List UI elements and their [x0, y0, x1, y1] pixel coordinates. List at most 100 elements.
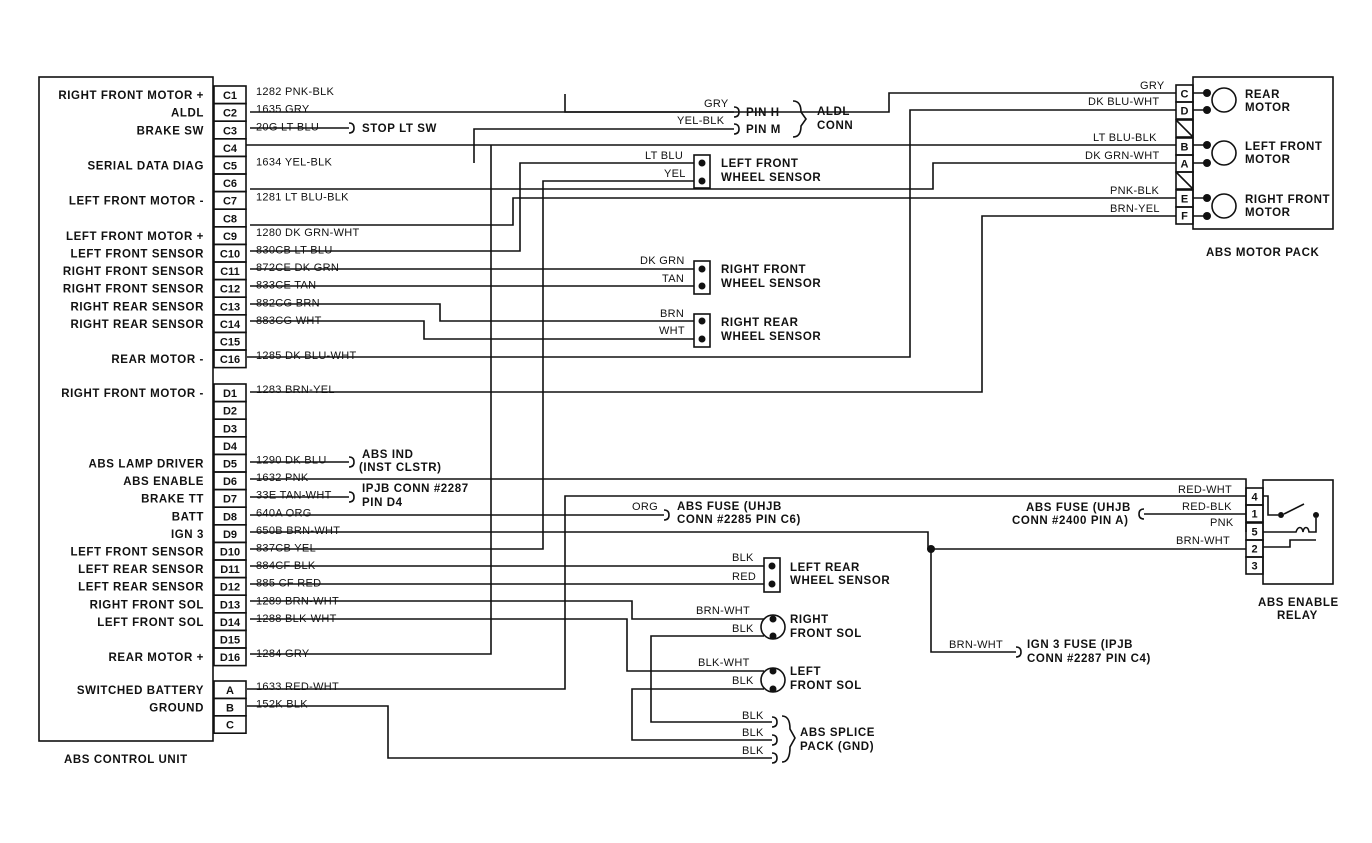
- pin-id: C14: [220, 319, 241, 331]
- left-front-motor-label-1: LEFT FRONT: [1245, 141, 1323, 153]
- wire-gry-rear-motor: [564, 92, 1176, 113]
- rr-sensor-title-2: WHEEL SENSOR: [721, 331, 821, 343]
- pin-function-label: GROUND: [149, 702, 204, 714]
- pin-dot: [698, 317, 706, 325]
- pin-id: D10: [220, 547, 240, 559]
- brace: [733, 123, 740, 135]
- brace: [348, 456, 355, 468]
- pin-function-label: SERIAL DATA DIAG: [87, 161, 204, 173]
- pin-id: D8: [223, 511, 237, 523]
- pin-function-label: RIGHT FRONT MOTOR -: [61, 388, 204, 400]
- pin-function-label: SWITCHED BATTERY: [77, 685, 204, 697]
- sensor-connector: [693, 260, 711, 295]
- pin-function-label: REAR MOTOR -: [111, 354, 204, 366]
- abs-fuse-c6-wire-label: ORG: [632, 501, 658, 513]
- wire-blkwht-lf-sol: [250, 618, 764, 672]
- wire-label: 650B BRN-WHT: [256, 525, 340, 537]
- splice-wire-label: BLK: [742, 745, 764, 757]
- wire-wht-rr-sensor: [250, 320, 694, 340]
- ipjb-d4-line-2: PIN D4: [362, 497, 403, 509]
- pin-function-label: BRAKE TT: [141, 494, 204, 506]
- pin-id: C7: [223, 196, 237, 208]
- lr-sensor-title-2: WHEEL SENSOR: [790, 575, 890, 587]
- right-front-motor-label-1: RIGHT FRONT: [1245, 194, 1330, 206]
- rf-sensor-wire-label: TAN: [662, 273, 684, 285]
- brace: [792, 100, 807, 138]
- brace: [1138, 508, 1145, 520]
- motor-pack-pin-id: A: [1181, 159, 1189, 171]
- pin-id: C2: [223, 108, 237, 120]
- wire-blk-lf-sol-gnd: [631, 688, 772, 741]
- wire-label: 640A ORG: [256, 507, 312, 519]
- pin-cell: [213, 647, 247, 667]
- pin-function-label: IGN 3: [171, 529, 204, 541]
- wire-yel-lf-sensor: [250, 180, 694, 550]
- pin-cell: [213, 349, 247, 369]
- pin-id: D14: [220, 617, 241, 629]
- wire-ltblu-lf-sensor: [250, 162, 694, 252]
- wire-label: 152K BLK: [256, 698, 308, 710]
- pin-function-label: LEFT REAR SENSOR: [78, 582, 204, 594]
- splice-wire-label: BLK: [742, 727, 764, 739]
- pin-function-label: ALDL: [171, 108, 204, 120]
- right-front-motor: RIGHT FRONT MOTOR: [1211, 193, 1330, 219]
- aldl-conn-title-2: CONN: [817, 120, 853, 132]
- pin-id: D3: [223, 423, 237, 435]
- ign3-fuse-line-1: IGN 3 FUSE (IPJB: [1027, 639, 1133, 651]
- brace: [771, 734, 778, 746]
- pin-function-label: RIGHT FRONT SENSOR: [63, 284, 204, 296]
- rf-sol-title-1: RIGHT: [790, 614, 829, 626]
- abs-fuse-2400-line-2: CONN #2400 PIN A): [1012, 515, 1129, 527]
- pin-function-label: ABS LAMP DRIVER: [89, 459, 205, 471]
- abs-fuse-c6-line-1: ABS FUSE (UHJB: [677, 501, 782, 513]
- control-unit-outline: [38, 76, 214, 742]
- splice-title-1: ABS SPLICE: [800, 727, 875, 739]
- pin-id: D2: [223, 406, 237, 418]
- control-unit-title: ABS CONTROL UNIT: [64, 754, 188, 766]
- rr-sensor-wire-label: BRN: [660, 308, 684, 320]
- wire-blk-rf-sol-gnd: [650, 635, 772, 723]
- motor-pack-title: ABS MOTOR PACK: [1206, 247, 1319, 259]
- relay-pin-id: 4: [1251, 492, 1258, 504]
- motor-pack-pin-id: C: [1181, 89, 1189, 101]
- aldl-conn-title-1: ALDL: [817, 106, 850, 118]
- left-front-motor-label-2: MOTOR: [1245, 154, 1291, 166]
- pin-id: C6: [223, 178, 237, 190]
- relay-pin-id: 1: [1251, 509, 1257, 521]
- motor-pack-pin-id: F: [1181, 211, 1188, 223]
- pin-id: D13: [220, 599, 240, 611]
- wire-label: 1282 PNK-BLK: [256, 86, 335, 98]
- pin-dot: [769, 667, 777, 675]
- pin-dot: [768, 562, 776, 570]
- pin-function-label: LEFT FRONT MOTOR -: [69, 196, 204, 208]
- relay-pin-cell: [1245, 556, 1264, 575]
- wire-yelblk-aldl: [473, 128, 734, 163]
- motor-icon: [1211, 87, 1237, 113]
- rear-motor-label-2: MOTOR: [1245, 102, 1291, 114]
- wire-brnwht-rf-sol: [250, 600, 764, 620]
- lr-sensor-title-1: LEFT REAR: [790, 562, 860, 574]
- sensor-connector: [763, 557, 781, 593]
- pin-id: C12: [220, 284, 240, 296]
- brace: [1015, 646, 1022, 658]
- brace: [781, 715, 796, 763]
- pin-function-label: BRAKE SW: [137, 125, 204, 137]
- pin-id: B: [226, 702, 234, 714]
- motor-lead: [1193, 144, 1207, 164]
- pin-dot: [769, 685, 777, 693]
- pin-function-label: LEFT FRONT SENSOR: [70, 249, 204, 261]
- lf-sol-title-1: LEFT: [790, 666, 821, 678]
- pin-id: C: [226, 720, 234, 732]
- splice-title-2: PACK (GND): [800, 741, 874, 753]
- relay-switch-icon: [1263, 495, 1319, 548]
- wire-brnwht-ign3-fuse: [930, 549, 1016, 653]
- pin-function-label: LEFT FRONT MOTOR +: [66, 231, 204, 243]
- rf-sol-wire-label: BLK: [732, 623, 754, 635]
- relay-pin-id: 2: [1251, 544, 1257, 556]
- motor-pack-pin-id: E: [1181, 194, 1188, 206]
- pin-id: D15: [220, 635, 240, 647]
- abs-ind-line-2: (INST CLSTR): [359, 462, 442, 474]
